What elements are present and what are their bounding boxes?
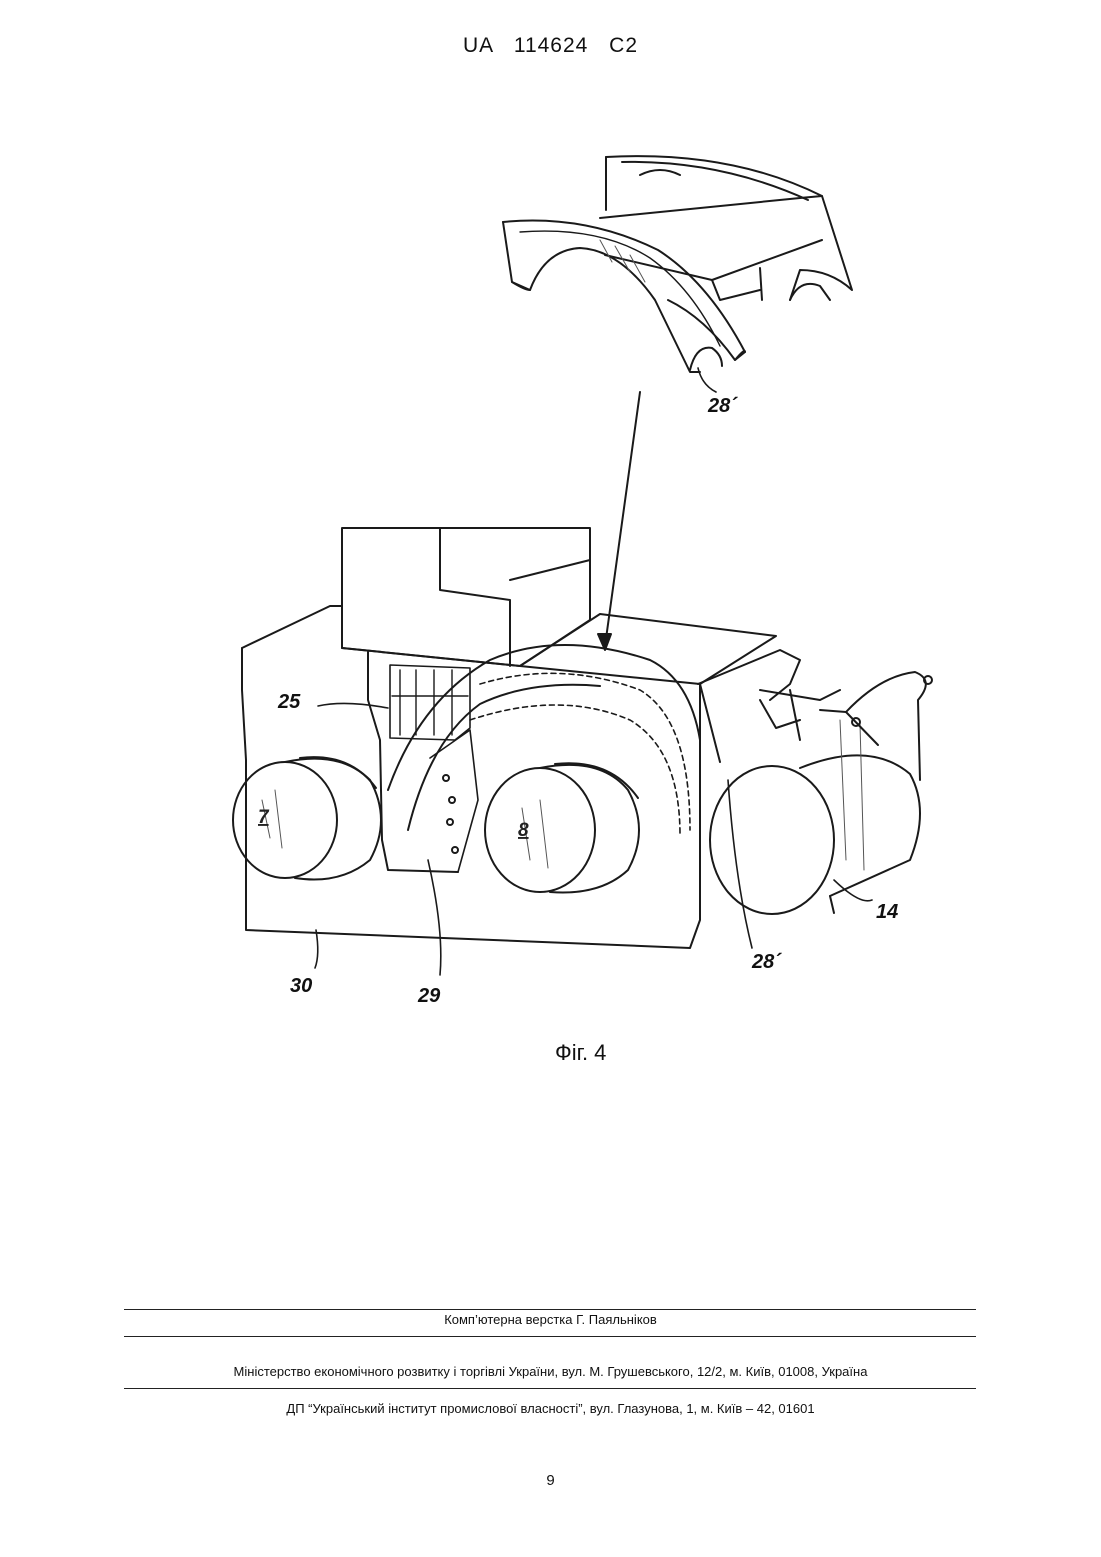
part-28-exploded: [503, 156, 852, 372]
ref-label-25: 25: [277, 691, 301, 713]
ref-label-28-bottom: 28´: [751, 951, 782, 973]
ref-label-28-top: 28´: [707, 395, 738, 417]
ministry-address: Міністерство економічного розвитку і тор…: [0, 1364, 1101, 1379]
leader-28b: [728, 780, 752, 948]
ref-label-29: 29: [417, 985, 441, 1007]
footer-rule-middle: [124, 1336, 976, 1337]
ref-label-14: 14: [876, 901, 898, 923]
institute-address: ДП “Український інститут промислової вла…: [0, 1401, 1101, 1416]
ref-label-30: 30: [290, 975, 312, 997]
footer-rule-top: [124, 1309, 976, 1310]
leader-14: [834, 880, 872, 901]
assembly-arrow-line: [605, 392, 640, 646]
main-assembly: [233, 528, 932, 948]
layout-credit: Комп’ютерна верстка Г. Паяльніков: [0, 1312, 1101, 1327]
leader-25: [318, 703, 388, 708]
page-number: 9: [0, 1472, 1101, 1489]
ref-label-7: 7: [258, 807, 270, 828]
ref-label-8: 8: [518, 820, 529, 841]
leader-30: [315, 930, 318, 968]
figure-caption: Фіг. 4: [555, 1040, 606, 1066]
footer-rule-bottom: [124, 1388, 976, 1389]
leader-29: [428, 860, 441, 975]
